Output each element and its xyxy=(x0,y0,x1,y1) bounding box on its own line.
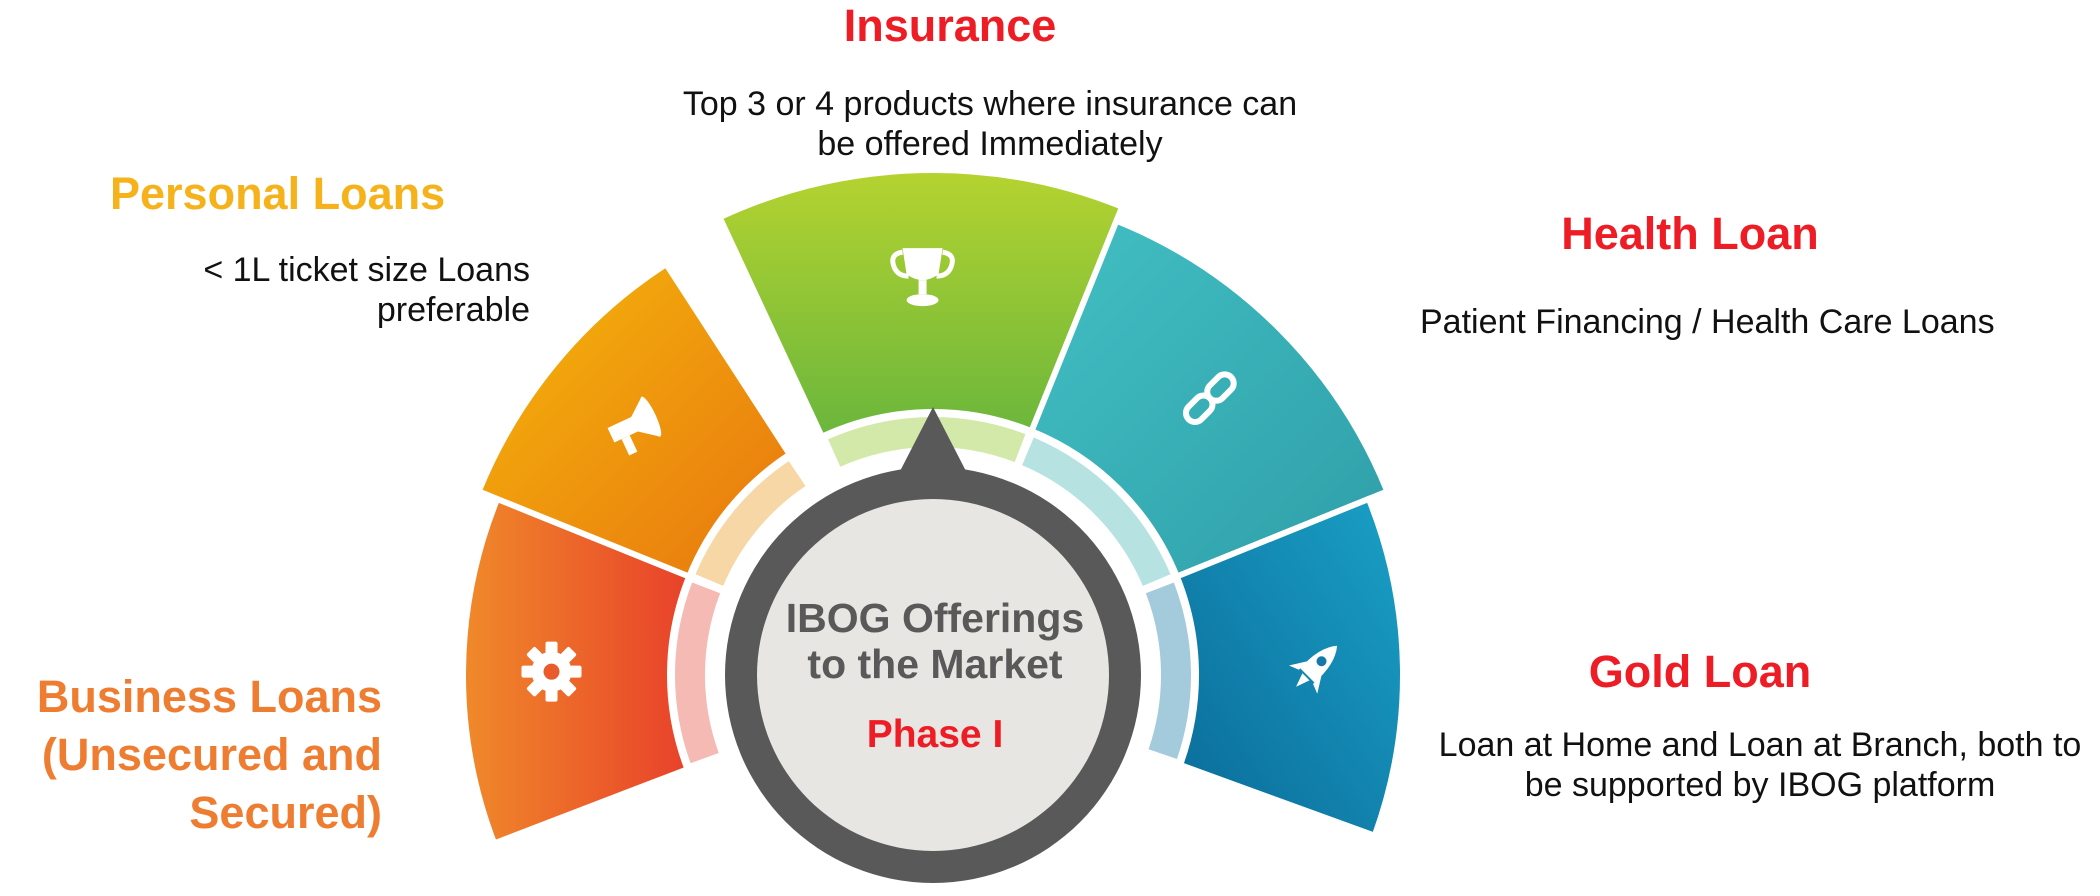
business-loans-label: Business Loans (Unsecured and Secured) xyxy=(10,668,382,842)
trophy-icon xyxy=(890,248,955,307)
rocket-icon xyxy=(1288,645,1338,694)
health-loan-label: Health Loan xyxy=(1440,208,1940,260)
center-title: IBOG Offerings to the Market xyxy=(740,595,1130,687)
business-loans-title-1: Business Loans xyxy=(36,671,382,722)
business-loans-title-3: Secured) xyxy=(189,787,382,838)
link-icon xyxy=(1182,371,1237,426)
health-loan-desc: Patient Financing / Health Care Loans xyxy=(1420,303,1995,341)
inner-arc-health xyxy=(1022,437,1171,586)
business-loans-title-2: (Unsecured and xyxy=(41,729,382,780)
megaphone-icon xyxy=(607,396,662,456)
gear-icon xyxy=(521,641,582,702)
insurance-label: Insurance xyxy=(700,0,1200,52)
phase-label: Phase I xyxy=(866,713,1004,756)
inner-arc-gold xyxy=(1145,582,1191,759)
health-loan-title: Health Loan xyxy=(1561,208,1819,259)
personal-loans-desc: < 1L ticket size Loans preferable xyxy=(203,251,530,329)
center-disc xyxy=(757,499,1109,851)
personal-loans-label: Personal Loans xyxy=(110,168,530,220)
inner-arc-personal xyxy=(695,461,806,586)
center-pointer xyxy=(897,407,969,477)
gold-loan-desc: Loan at Home and Loan at Branch, both to… xyxy=(1438,726,2082,804)
gold-loan-title: Gold Loan xyxy=(1588,646,1812,697)
insurance-desc: Top 3 or 4 products where insurance can … xyxy=(682,85,1298,163)
gold-loan-label: Gold Loan xyxy=(1440,646,1960,698)
inner-arc-business xyxy=(675,582,721,764)
center-title-line-1: IBOG Offerings xyxy=(785,595,1085,641)
center-title-line-2: to the Market xyxy=(807,641,1063,687)
segment-gold xyxy=(1172,495,1406,840)
personal-loans-title: Personal Loans xyxy=(110,168,446,219)
insurance-title: Insurance xyxy=(843,0,1057,51)
